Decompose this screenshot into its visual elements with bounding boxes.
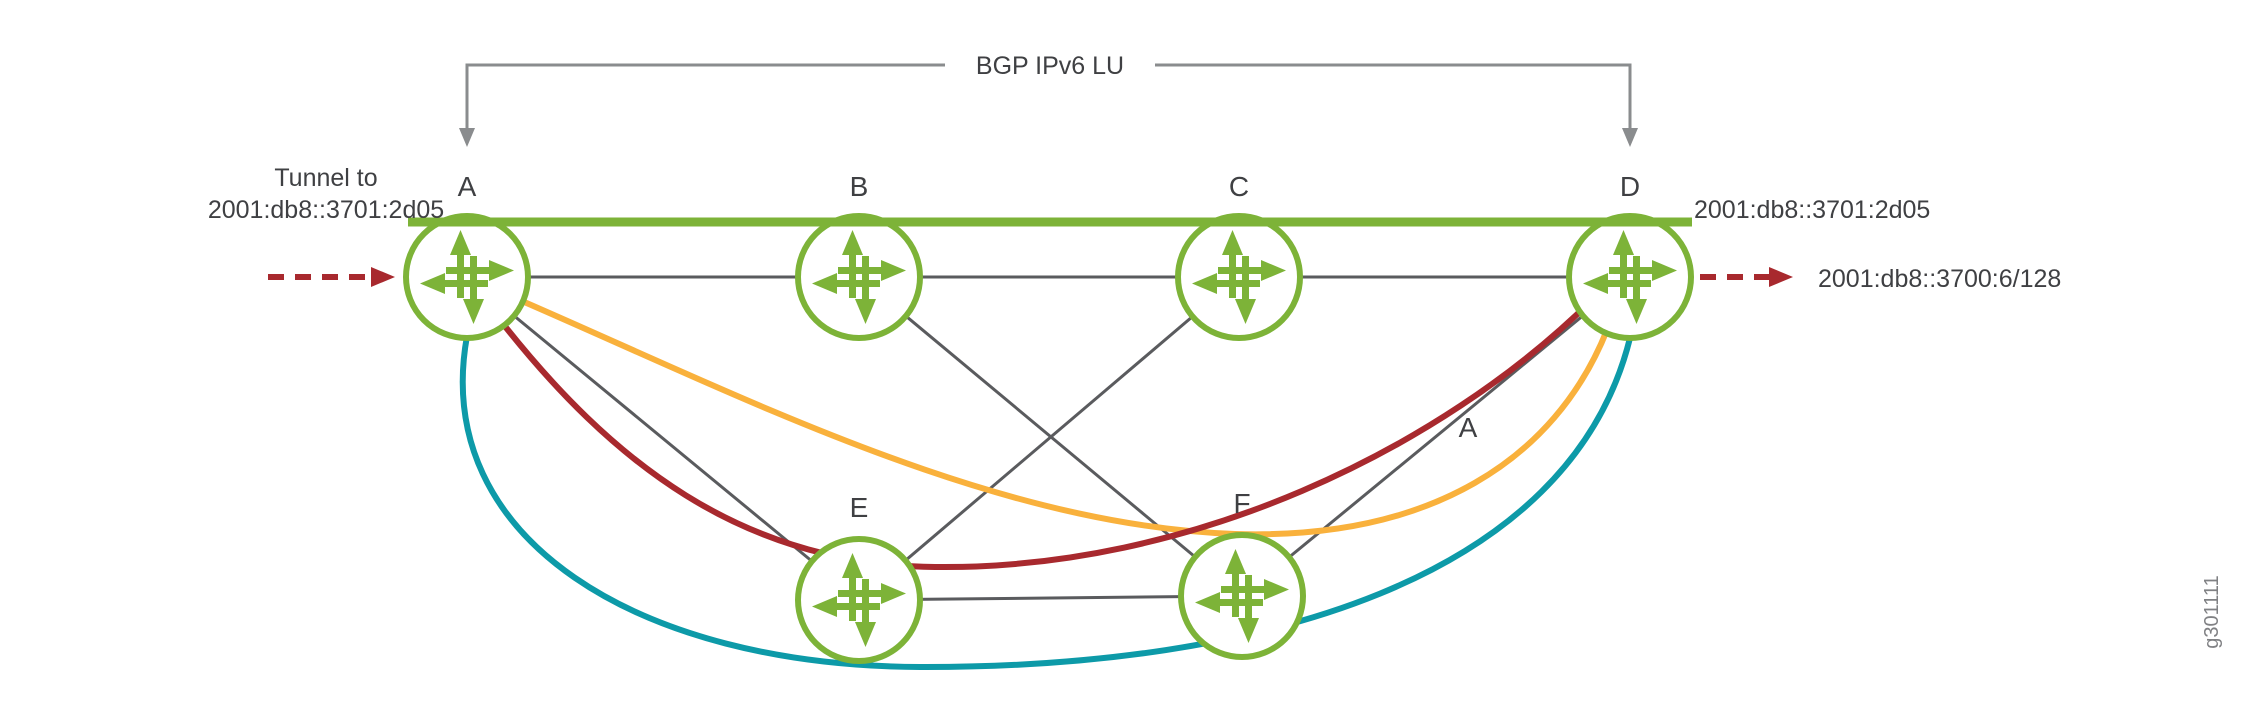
- bracket-right-line: [1155, 63, 1638, 147]
- lsp-teal-path: [459, 335, 1633, 671]
- router-a-label: A: [458, 171, 477, 202]
- router-icon: [1569, 216, 1691, 338]
- router-c-label: C: [1229, 171, 1249, 202]
- path-a-label: A: [1459, 412, 1478, 443]
- router-f-label: F: [1233, 488, 1250, 519]
- bgp-bracket-label: BGP IPv6 LU: [976, 52, 1124, 80]
- tunnel-label-line2: 2001:db8::3701:2d05: [208, 196, 444, 224]
- router-d: D: [1569, 171, 1691, 338]
- link-d-f: [1241, 275, 1631, 598]
- link-a-e: [466, 275, 860, 602]
- router-icon: [798, 539, 920, 661]
- router-a: A: [406, 171, 528, 338]
- router-icon: [1181, 535, 1303, 657]
- annotations: Tunnel to 2001:db8::3701:2d05 2001:db8::…: [208, 164, 2061, 443]
- link-c-e: [858, 275, 1240, 602]
- router-icon: [406, 216, 528, 338]
- tunnel-label-line1: Tunnel to: [274, 164, 377, 192]
- router-b-label: B: [850, 171, 869, 202]
- bracket-left-line: [459, 63, 945, 147]
- lsp-curves: [459, 295, 1633, 671]
- router-e: E: [798, 492, 920, 661]
- figure-number: g301111: [2201, 575, 2223, 648]
- router-e-label: E: [850, 492, 869, 523]
- routers: A B C D E F: [406, 171, 1691, 661]
- router-d-label: D: [1620, 171, 1640, 202]
- physical-links: [466, 275, 1631, 602]
- remote-endpoint-label: 2001:db8::3701:2d05: [1694, 196, 1930, 224]
- route-prefix-label: 2001:db8::3700:6/128: [1818, 265, 2061, 293]
- router-b: B: [798, 171, 920, 338]
- bgp-bracket: [459, 63, 1638, 147]
- router-icon: [1178, 216, 1300, 338]
- router-icon: [798, 216, 920, 338]
- lsp-red-path: [497, 297, 1595, 571]
- router-c: C: [1178, 171, 1300, 338]
- router-f: F: [1181, 488, 1303, 657]
